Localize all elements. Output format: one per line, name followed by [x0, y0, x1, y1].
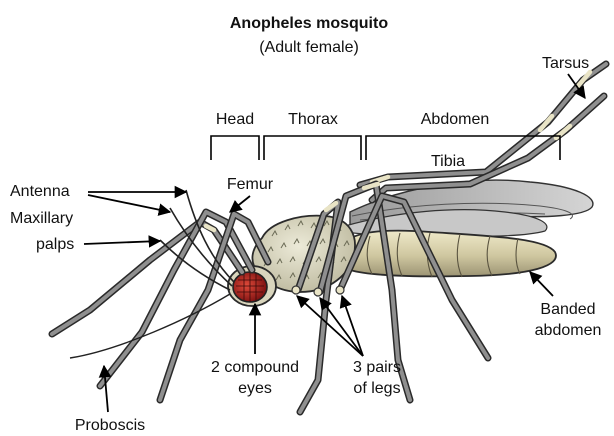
thorax-bracket	[264, 136, 361, 160]
diagram-subtitle: (Adult female)	[259, 39, 359, 56]
abdomen-body	[339, 231, 556, 277]
banded-abdomen-shape	[339, 231, 556, 277]
maxillary-arrow-2	[84, 241, 160, 244]
label-banded-line1: Banded	[540, 301, 595, 318]
label-tarsus: Tarsus	[542, 55, 589, 72]
label-femur: Femur	[227, 176, 274, 193]
label-eyes-line1: 2 compound	[211, 359, 299, 376]
femur-arrow	[230, 196, 250, 212]
label-banded-line2: abdomen	[535, 322, 602, 339]
label-thorax: Thorax	[288, 111, 338, 128]
label-maxillary-line2: palps	[36, 236, 74, 253]
banded-abdomen-arrow	[530, 272, 553, 296]
hind-legs	[360, 64, 606, 200]
label-legs-line1: 3 pairs	[353, 359, 401, 376]
label-antenna: Antenna	[10, 183, 70, 200]
head-bracket	[211, 136, 259, 160]
label-legs-line2: of legs	[353, 380, 400, 397]
diagram-title: Anopheles mosquito	[230, 15, 388, 32]
label-proboscis: Proboscis	[75, 417, 145, 434]
maxillary-arrow-1	[88, 195, 170, 212]
label-abdomen: Abdomen	[421, 111, 490, 128]
label-head: Head	[216, 111, 254, 128]
label-eyes-line2: eyes	[238, 380, 272, 397]
label-tibia: Tibia	[431, 153, 465, 170]
label-maxillary-line1: Maxillary	[10, 210, 73, 227]
